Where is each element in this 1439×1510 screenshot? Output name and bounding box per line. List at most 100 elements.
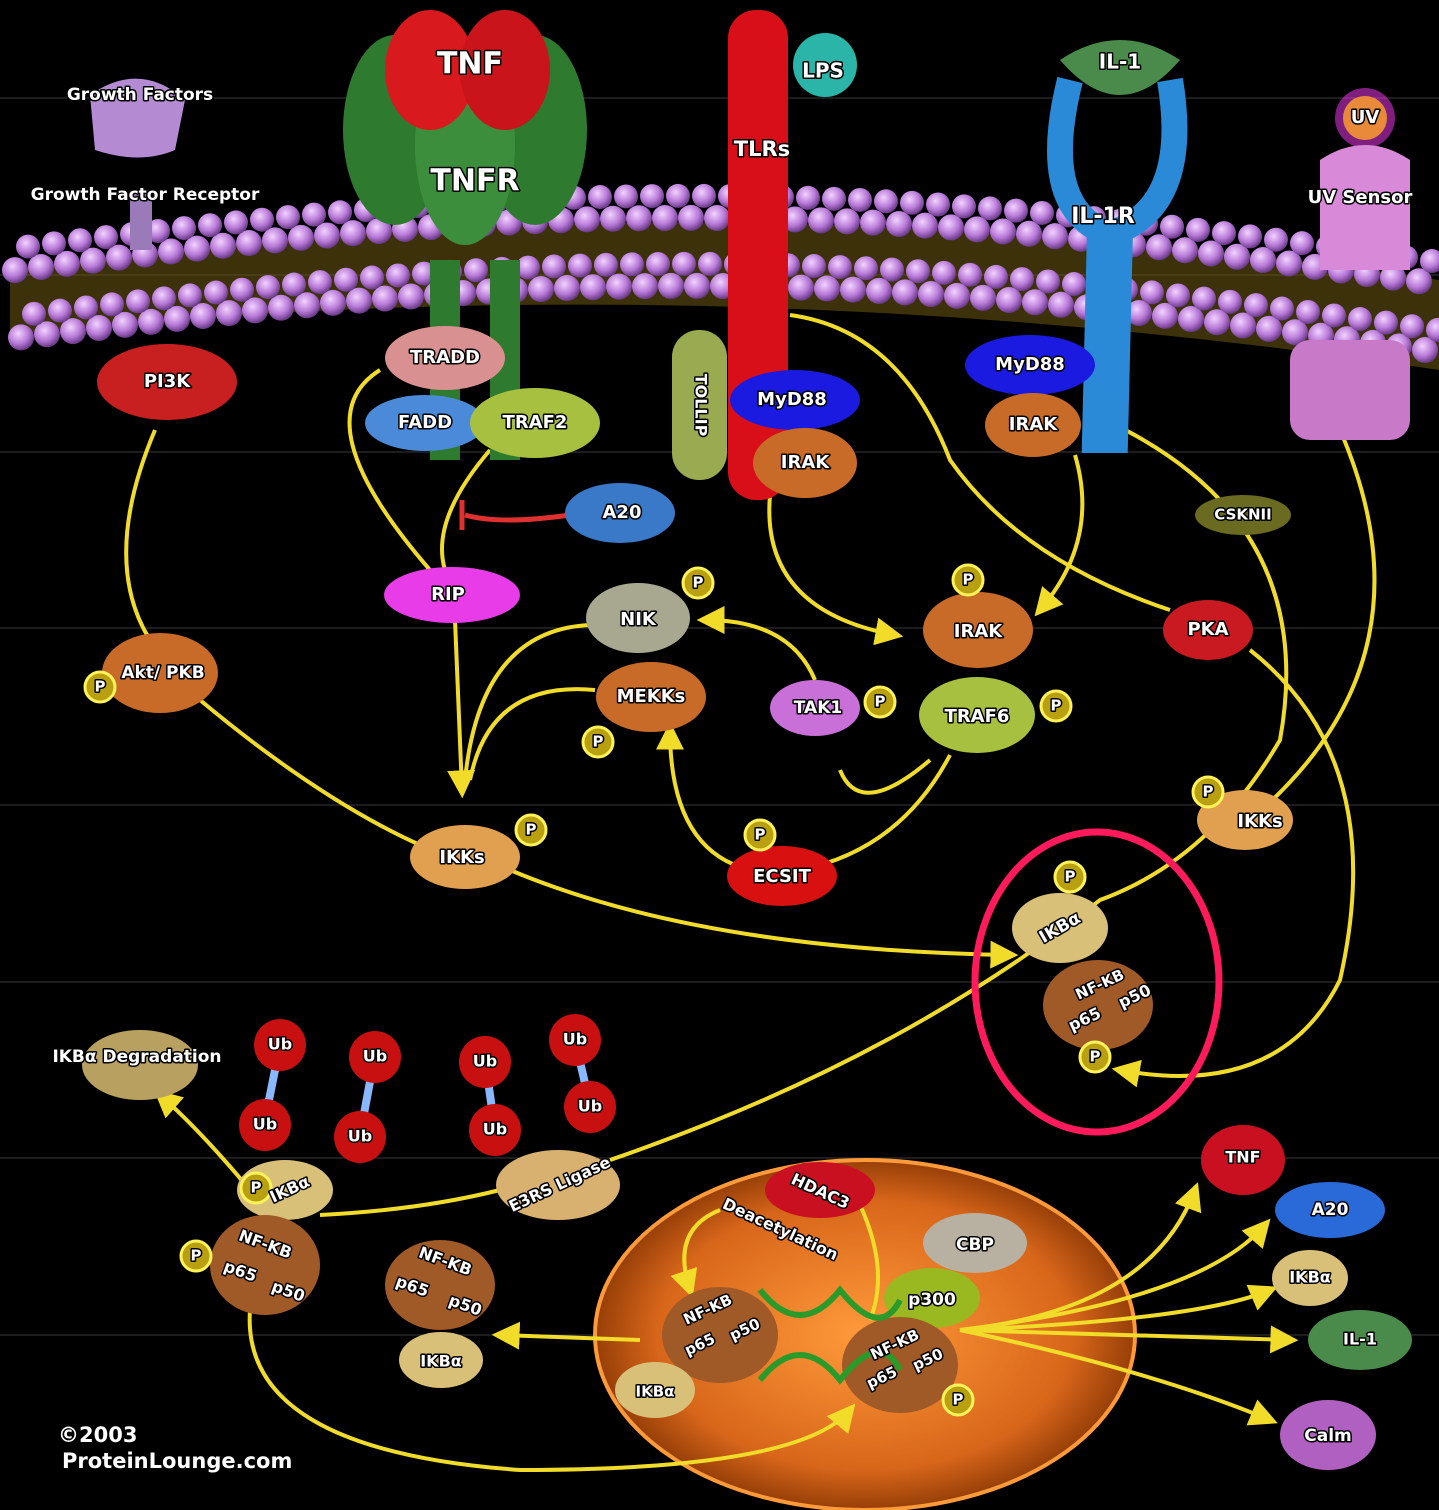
lipid-bead: [652, 205, 678, 231]
lipid-bead: [1030, 201, 1054, 225]
output-calm-label: Calm: [1304, 1426, 1352, 1446]
lipid-bead: [828, 255, 852, 279]
lipid-bead: [242, 297, 268, 323]
lipid-bead: [164, 306, 190, 332]
lipid-bead: [640, 184, 664, 208]
lipid-bead: [386, 264, 410, 288]
lipid-bead: [918, 281, 944, 307]
traf2-label: TRAF2: [503, 412, 568, 433]
lipid-bead: [880, 258, 904, 282]
lipid-bead: [294, 292, 320, 318]
ikks-right-label: IKKs: [1237, 811, 1282, 832]
svg-text:P: P: [95, 678, 106, 696]
lipid-bead: [678, 205, 704, 231]
lipid-bead: [1290, 231, 1314, 255]
lipid-bead: [646, 252, 670, 276]
lipid-bead: [1218, 290, 1242, 314]
svg-text:P: P: [693, 574, 704, 592]
lipid-bead: [684, 273, 710, 299]
lps-label: LPS: [802, 59, 844, 83]
lipid-bead: [834, 208, 860, 234]
myd88-left-label: MyD88: [757, 389, 827, 410]
lipid-bead: [112, 312, 138, 338]
lipid-bead: [854, 256, 878, 280]
lipid-bead: [1160, 215, 1184, 239]
lipid-bead: [1042, 223, 1068, 249]
lipid-bead: [588, 185, 612, 209]
lipid-bead: [308, 270, 332, 294]
output-ikba-label: IKBα: [1289, 1268, 1331, 1287]
tollip-label: TOLLIP: [692, 374, 711, 437]
lipid-bead: [126, 289, 150, 313]
lipid-bead: [808, 207, 834, 233]
lipid-bead: [184, 236, 210, 262]
lipid-bead: [600, 206, 626, 232]
lipid-bead: [958, 263, 982, 287]
lipid-bead: [1166, 283, 1190, 307]
lipid-bead: [230, 278, 254, 302]
lipid-bead: [256, 275, 280, 299]
lipid-bead: [614, 184, 638, 208]
lipid-bead: [1140, 280, 1164, 304]
ubiquitin-beads: [239, 1014, 616, 1163]
lipid-bead: [106, 245, 132, 271]
lipid-bead: [74, 296, 98, 320]
il1r-label: IL-1R: [1071, 204, 1135, 229]
lipid-bead: [16, 235, 40, 259]
growth-factors-label: Growth Factors: [67, 85, 213, 105]
lipid-bead: [334, 268, 358, 292]
lipid-bead: [952, 194, 976, 218]
lipid-bead: [568, 254, 592, 278]
svg-text:P: P: [526, 821, 537, 839]
lipid-bead: [204, 281, 228, 305]
lipid-bead: [302, 203, 326, 227]
lipid-bead: [360, 266, 384, 290]
lipid-bead: [346, 288, 372, 314]
lipid-bead: [464, 258, 488, 282]
lipid-bead: [866, 278, 892, 304]
lipid-bead: [1186, 218, 1210, 242]
lipid-bead: [796, 186, 820, 210]
lipid-bead: [554, 275, 580, 301]
tradd-label: TRADD: [410, 347, 480, 368]
lipid-bead: [1022, 289, 1048, 315]
lipid-bead: [1264, 228, 1288, 252]
lipid-bead: [698, 252, 722, 276]
output-a20-label: A20: [1312, 1200, 1349, 1220]
lipid-bead: [926, 193, 950, 217]
lipid-bead: [1146, 234, 1172, 260]
lipid-bead: [788, 275, 814, 301]
tlrs-label: TLRs: [734, 137, 790, 161]
lipid-bead: [68, 228, 92, 252]
copyright-site: ProteinLounge.com: [62, 1449, 292, 1473]
lipid-bead: [198, 213, 222, 237]
lipid-bead: [276, 205, 300, 229]
lipid-bead: [666, 184, 690, 208]
lipid-bead: [250, 208, 274, 232]
lipid-bead: [658, 273, 684, 299]
output-il1-label: IL-1: [1343, 1330, 1377, 1349]
lipid-bead: [692, 184, 716, 208]
svg-text:Ub: Ub: [563, 1030, 587, 1049]
irak-p-label: IRAK: [954, 621, 1003, 642]
lipid-bead: [1270, 297, 1294, 321]
lipid-bead: [606, 274, 632, 300]
lipid-bead: [2, 257, 28, 283]
lipid-bead: [1322, 303, 1346, 327]
lipid-bead: [320, 290, 346, 316]
lipid-bead: [840, 277, 866, 303]
lipid-bead: [172, 216, 196, 240]
lipid-bead: [1062, 272, 1086, 296]
lipid-bead: [340, 220, 366, 246]
lipid-bead: [48, 299, 72, 323]
lipid-bead: [100, 292, 124, 316]
pi3k-label: PI3K: [144, 371, 191, 392]
lipid-bead: [1192, 287, 1216, 311]
uv-label: UV: [1351, 107, 1380, 128]
svg-text:P: P: [1065, 868, 1076, 886]
svg-text:P: P: [1090, 1048, 1101, 1066]
a20-inhibition: [462, 500, 570, 530]
lipid-bead: [398, 284, 424, 310]
lipid-bead: [802, 254, 826, 278]
